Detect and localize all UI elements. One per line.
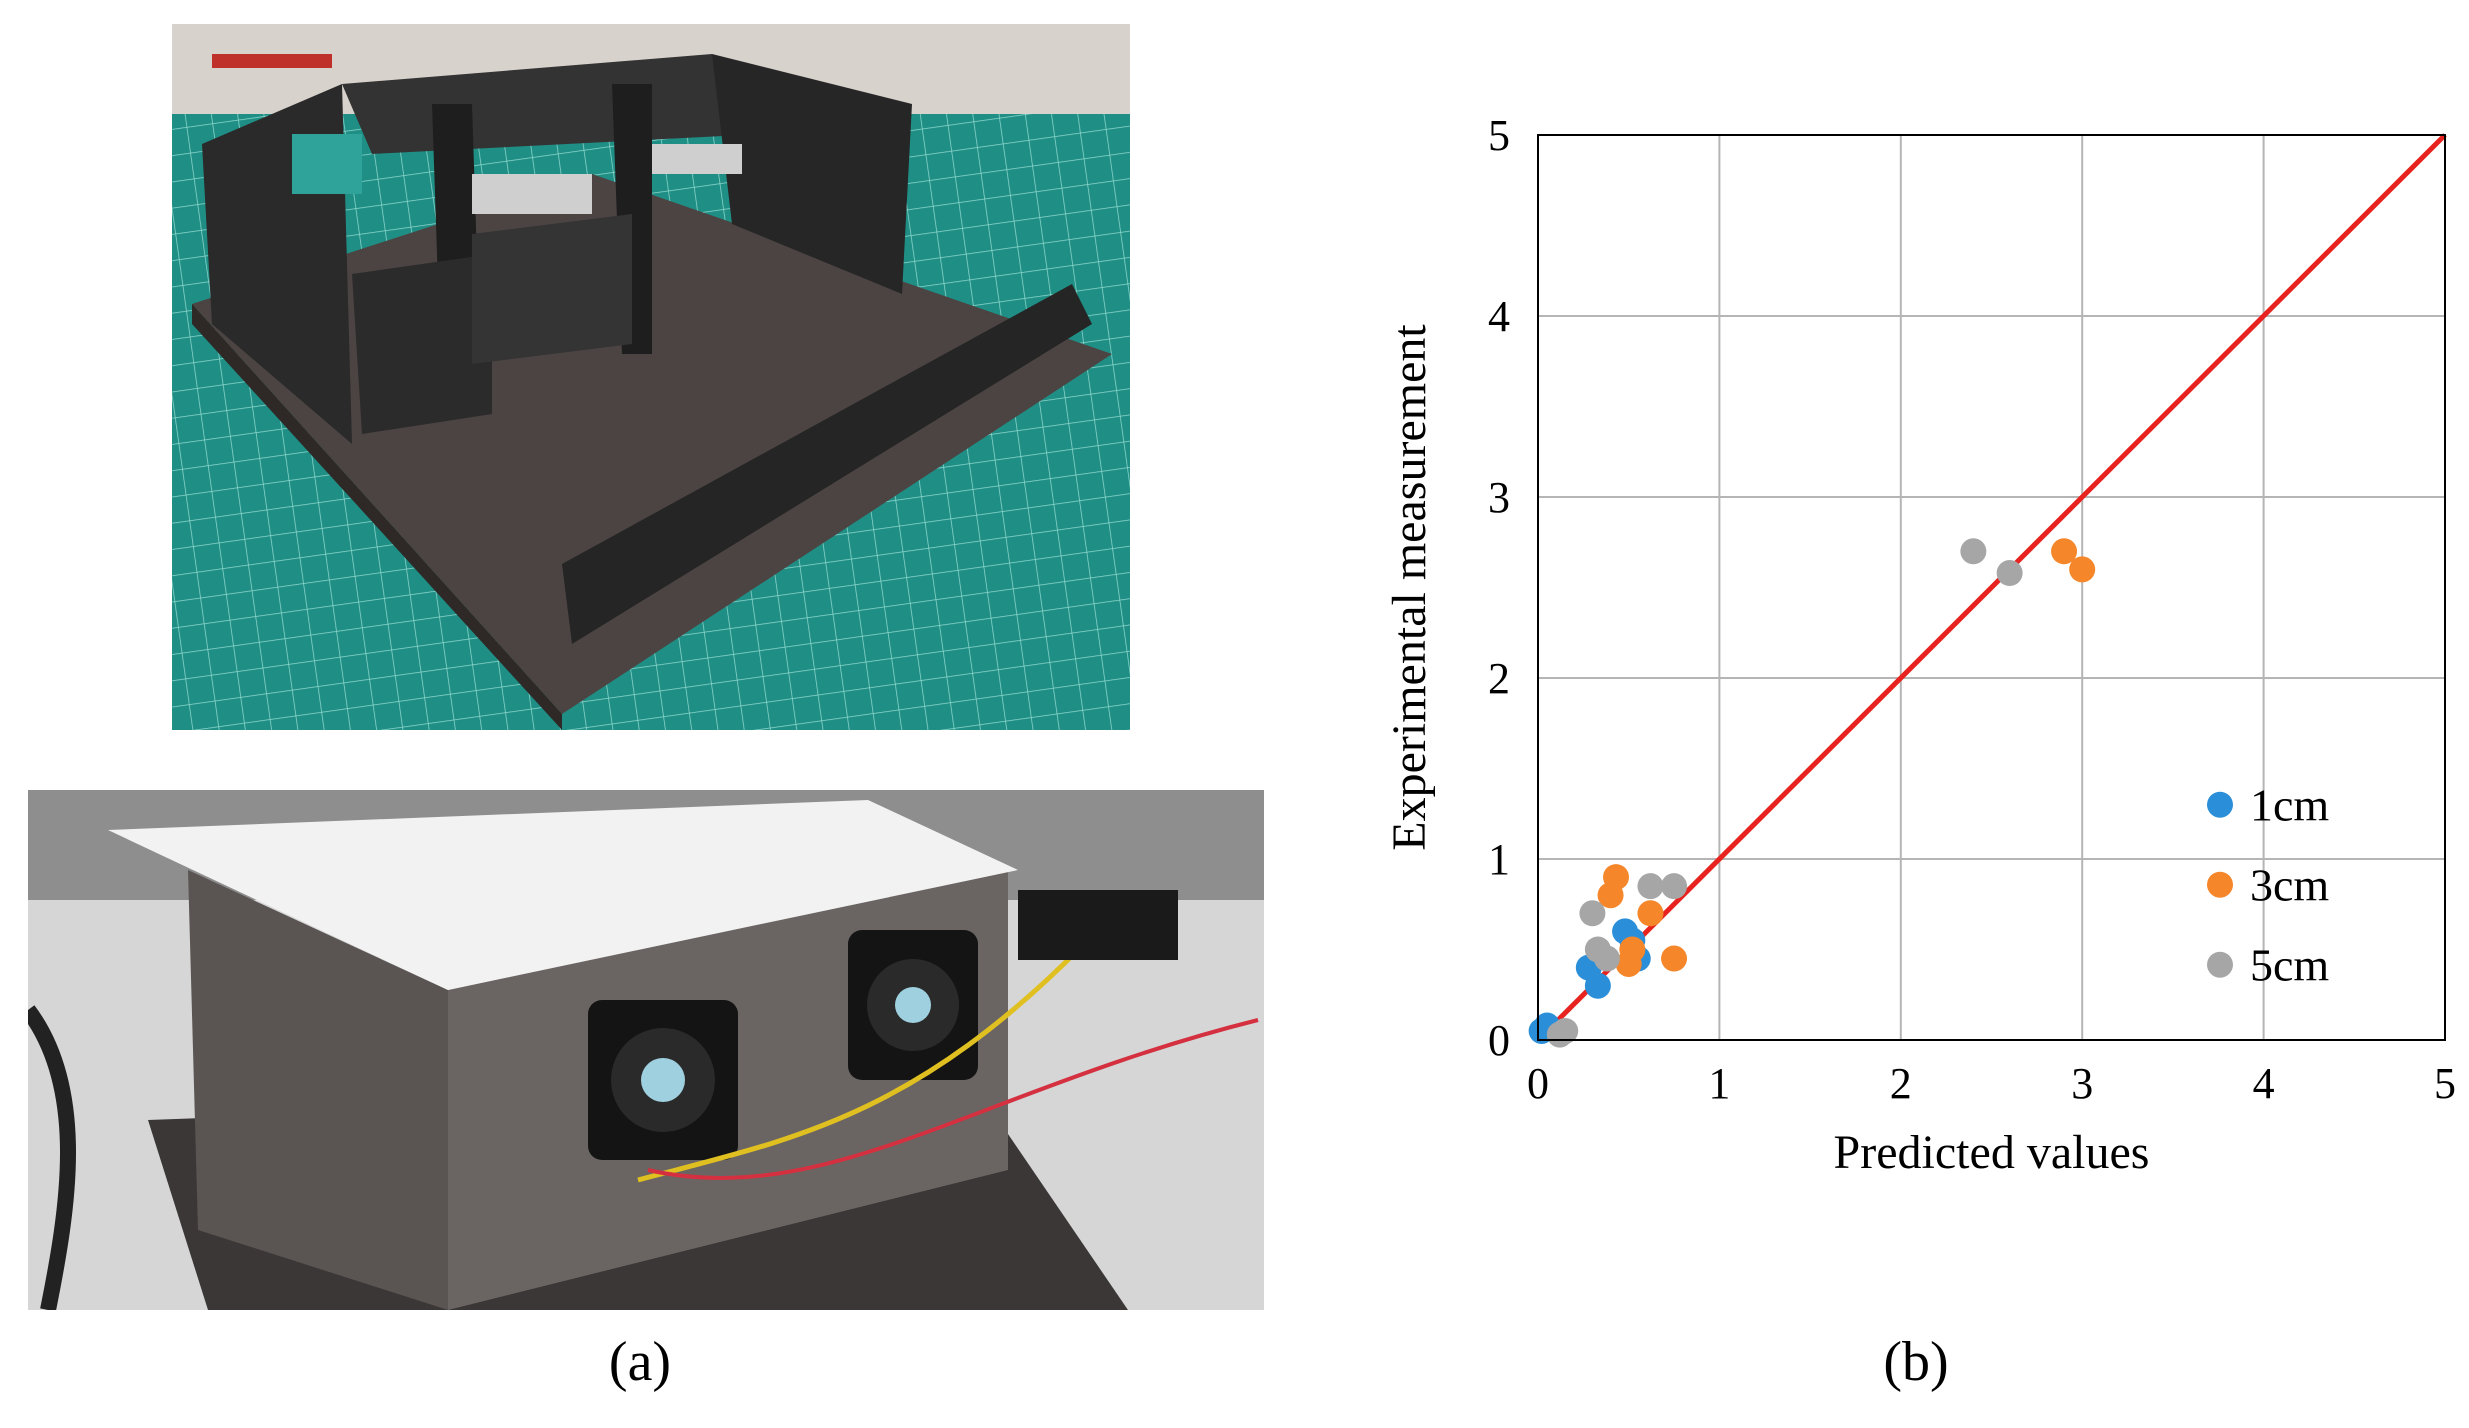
point-3cm bbox=[1619, 936, 1646, 963]
photo-fan-enclosure bbox=[28, 790, 1264, 1310]
x-tick-label: 2 bbox=[1890, 1059, 1912, 1108]
point-5cm bbox=[1637, 873, 1664, 900]
x-tick-label: 1 bbox=[1708, 1059, 1730, 1108]
y-tick-label: 4 bbox=[1488, 292, 1510, 341]
point-1cm bbox=[1584, 972, 1611, 999]
point-5cm bbox=[1579, 900, 1606, 927]
y-axis-label: Experimental measurement bbox=[1383, 324, 1436, 851]
point-5cm bbox=[1661, 873, 1688, 900]
point-3cm bbox=[1661, 945, 1688, 972]
reference-line bbox=[1536, 133, 2447, 1042]
y-tick-label: 0 bbox=[1488, 1016, 1510, 1065]
caption-a: (a) bbox=[608, 1331, 672, 1393]
point-5cm bbox=[1593, 945, 1620, 972]
legend-label-1cm: 1cm bbox=[2250, 780, 2329, 831]
legend-label-5cm: 5cm bbox=[2250, 940, 2329, 991]
legend-marker-5cm bbox=[2207, 951, 2233, 978]
y-tick-label: 3 bbox=[1488, 473, 1510, 522]
reference-line-group bbox=[1536, 133, 2447, 1042]
tick-labels: 0 1 2 3 4 5 0 1 2 3 4 5 bbox=[1488, 111, 2456, 1108]
caption-b: (b) bbox=[1883, 1331, 1949, 1393]
scatter-chart: 0 1 2 3 4 5 0 1 2 3 4 5 Predicted values Experiment… bbox=[1383, 111, 2456, 1179]
point-5cm bbox=[1960, 538, 1987, 565]
point-3cm bbox=[1603, 864, 1630, 891]
plot-frame bbox=[1537, 134, 2446, 1041]
x-tick-label: 3 bbox=[2071, 1059, 2093, 1108]
y-tick-label: 5 bbox=[1488, 111, 1510, 160]
point-5cm bbox=[1552, 1017, 1579, 1044]
legend: 1cm 3cm 5cm bbox=[2207, 780, 2329, 991]
legend-label-3cm: 3cm bbox=[2250, 860, 2329, 911]
x-axis-label: Predicted values bbox=[1834, 1126, 2150, 1179]
x-tick-label: 0 bbox=[1527, 1059, 1549, 1108]
point-3cm bbox=[2069, 556, 2096, 583]
x-tick-label: 5 bbox=[2434, 1059, 2456, 1108]
y-tick-label: 2 bbox=[1488, 654, 1510, 703]
y-tick-label: 1 bbox=[1488, 835, 1510, 884]
data-points bbox=[1528, 538, 2096, 1048]
legend-marker-1cm bbox=[2207, 791, 2233, 818]
point-5cm bbox=[1996, 560, 2023, 587]
legend-marker-3cm bbox=[2207, 871, 2233, 898]
point-3cm bbox=[1637, 900, 1664, 927]
photo-foam-model bbox=[172, 24, 1130, 730]
point-3cm bbox=[2051, 538, 2078, 565]
x-tick-label: 4 bbox=[2253, 1059, 2275, 1108]
